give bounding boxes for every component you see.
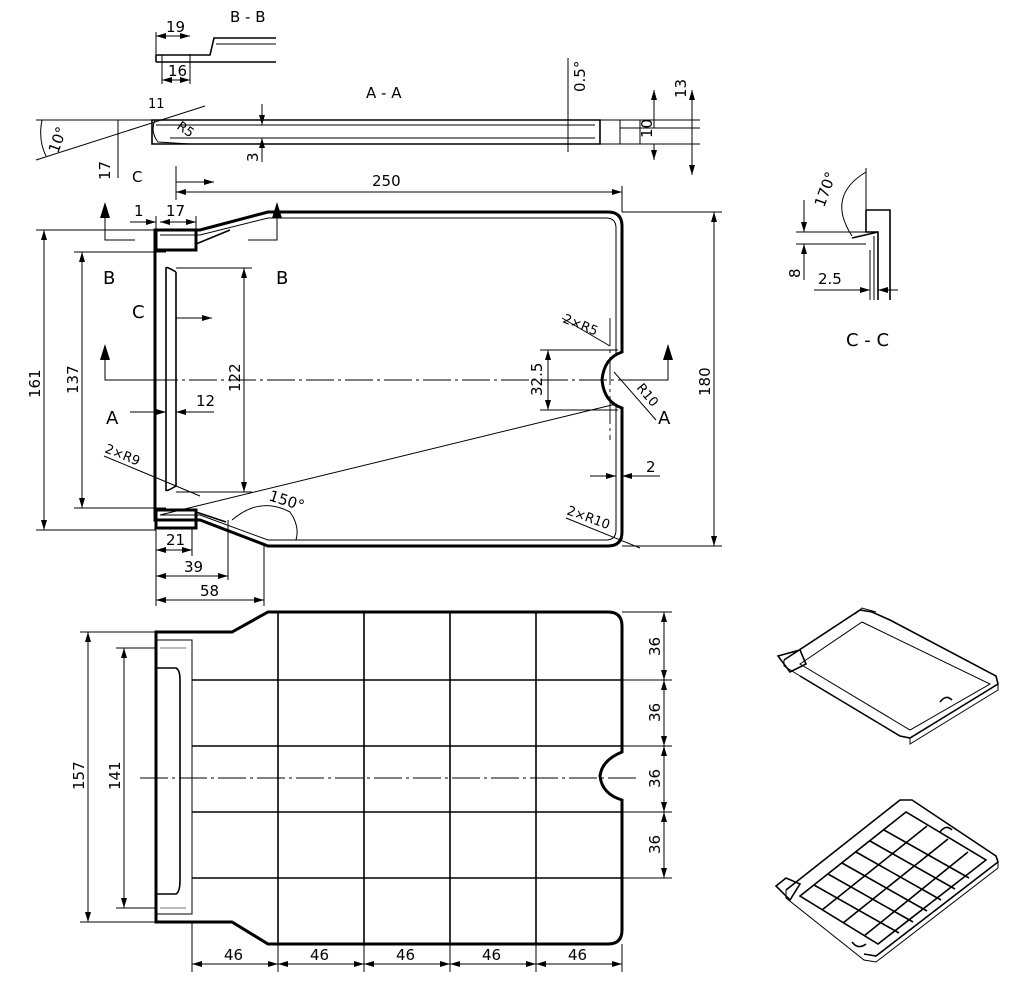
cut-b-right-label: B <box>276 268 288 289</box>
dim-11: 11 <box>148 97 165 112</box>
dim-58: 58 <box>200 582 219 600</box>
dim-17-aa: 17 <box>96 161 114 180</box>
dim-13: 13 <box>672 79 690 98</box>
section-bb-view: 19 16 B - B <box>155 8 276 84</box>
isometric-grid-view <box>774 799 999 963</box>
dim-1: 1 <box>134 202 144 220</box>
dim-19: 19 <box>166 18 185 36</box>
dim-17: 17 <box>166 202 185 220</box>
radius-r10: R10 <box>633 381 661 410</box>
dim-161: 161 <box>26 369 44 398</box>
dim-46-2: 46 <box>310 946 329 964</box>
dim-46-3: 46 <box>396 946 415 964</box>
dim-12: 12 <box>196 392 215 410</box>
section-aa-label: A - A <box>366 84 402 102</box>
top-view: C 250 B B C A A <box>26 166 722 606</box>
radius-2xr9: 2×R9 <box>103 442 142 470</box>
dim-32.5: 32.5 <box>528 363 546 396</box>
bottom-grid-view: 157 141 36 36 36 36 46 46 46 46 4 <box>70 610 672 972</box>
angle-10-deg: 10° <box>45 124 71 155</box>
dim-2.5: 2.5 <box>818 270 842 288</box>
dim-46-1: 46 <box>224 946 243 964</box>
dim-180: 180 <box>696 367 714 396</box>
radius-2xr10: 2×R10 <box>565 504 612 533</box>
section-cc-view: 170° 8 2.5 C - C <box>786 168 898 351</box>
section-aa-view: A - A 13 10 0.5° 3 10° 17 11 R5 <box>35 58 700 180</box>
dim-122: 122 <box>226 363 244 392</box>
dim-36-2: 36 <box>646 703 664 722</box>
dim-36-3: 36 <box>646 769 664 788</box>
dim-36-4: 36 <box>646 835 664 854</box>
dim-46-4: 46 <box>482 946 501 964</box>
dim-36-1: 36 <box>646 637 664 656</box>
dim-0.5-deg: 0.5° <box>571 61 589 92</box>
dim-137: 137 <box>64 365 82 394</box>
dim-16: 16 <box>168 62 187 80</box>
cut-a-right-label: A <box>658 408 671 429</box>
dim-10: 10 <box>638 119 656 138</box>
isometric-frame-view <box>776 607 999 745</box>
dim-141: 141 <box>106 761 124 790</box>
dim-8: 8 <box>786 268 804 278</box>
cut-c-mid-label: C <box>132 302 145 323</box>
dim-2: 2 <box>646 458 656 476</box>
dim-157: 157 <box>70 761 88 790</box>
dim-250: 250 <box>372 172 401 190</box>
section-bb-label: B - B <box>230 8 266 26</box>
dim-46-5: 46 <box>568 946 587 964</box>
cut-c-top-label: C <box>132 168 142 186</box>
dim-39: 39 <box>184 558 203 576</box>
dim-3: 3 <box>244 152 262 162</box>
dim-21: 21 <box>166 531 185 549</box>
section-cc-label: C - C <box>846 330 889 351</box>
radius-2xr5: 2×R5 <box>561 312 600 340</box>
cut-a-left-label: A <box>106 408 119 429</box>
angle-170-deg: 170° <box>811 169 840 209</box>
cut-b-left-label: B <box>103 268 115 289</box>
